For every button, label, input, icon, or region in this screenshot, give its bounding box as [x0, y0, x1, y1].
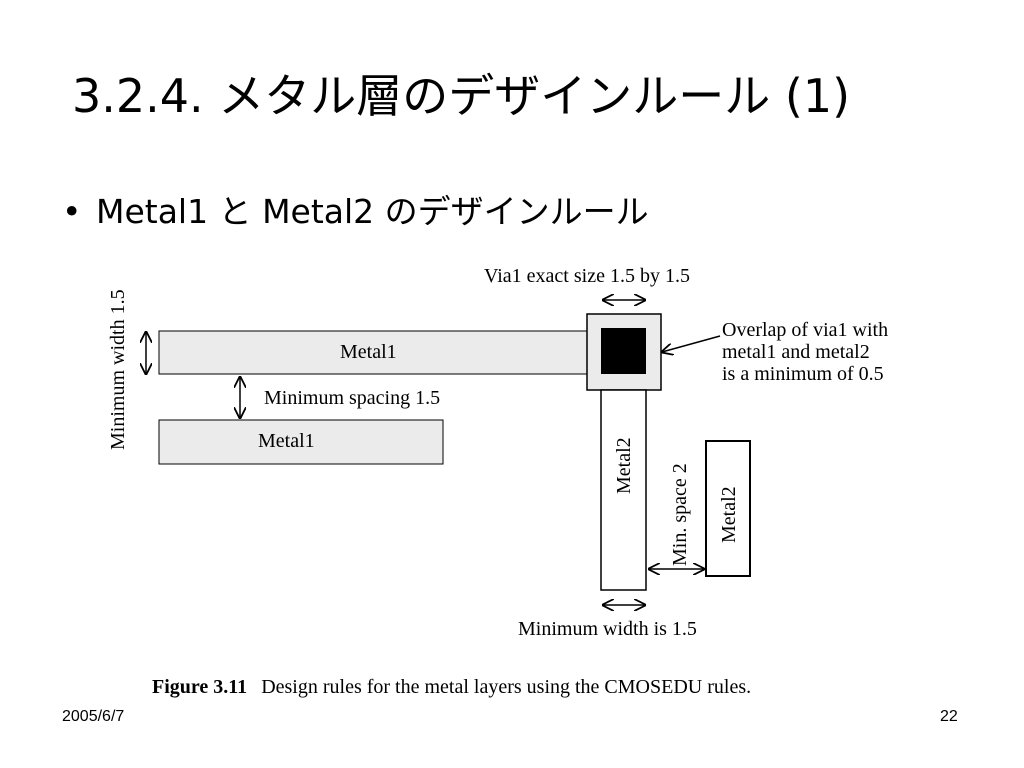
metal2-right-rect: [705, 440, 751, 577]
via1-square: [601, 328, 646, 374]
metal2-right-label: Metal2: [718, 486, 740, 543]
min-space-label: Min. space 2: [669, 463, 691, 566]
metal1-bottom-rect: [158, 419, 444, 465]
overlap-line-3: is a minimum of 0.5: [722, 363, 884, 385]
min-width-vertical-label: Minimum width 1.5: [107, 289, 129, 450]
bullet-dot: •: [62, 192, 82, 231]
figure-caption: Figure 3.11 Design rules for the metal la…: [152, 676, 751, 699]
metal2-left-label: Metal2: [613, 437, 635, 494]
min-width-bottom-label: Minimum width is 1.5: [518, 618, 697, 640]
metal1-bottom-label: Metal1: [258, 430, 315, 452]
metal2-left-rect: [600, 389, 647, 591]
caption-text: Design rules for the metal layers using …: [261, 676, 752, 698]
bullet-text: Metal1 と Metal2 のデザインルール: [96, 192, 649, 231]
bullet-item: • Metal1 と Metal2 のデザインルール: [62, 190, 649, 234]
slide-title: 3.2.4. メタル層のデザインルール (1): [72, 69, 851, 123]
overlap-pointer-arrow: [662, 335, 721, 352]
page-number: 22: [940, 708, 958, 725]
footer-date: 2005/6/7: [62, 708, 125, 725]
metal1-top-label: Metal1: [340, 341, 397, 363]
overlap-line-1: Overlap of via1 with: [722, 319, 888, 341]
via-size-label: Via1 exact size 1.5 by 1.5: [484, 265, 690, 287]
min-spacing-label: Minimum spacing 1.5: [264, 387, 440, 409]
metal1-top-rect: [158, 330, 588, 375]
caption-label: Figure 3.11: [152, 676, 248, 698]
overlap-line-2: metal1 and metal2: [722, 341, 870, 363]
